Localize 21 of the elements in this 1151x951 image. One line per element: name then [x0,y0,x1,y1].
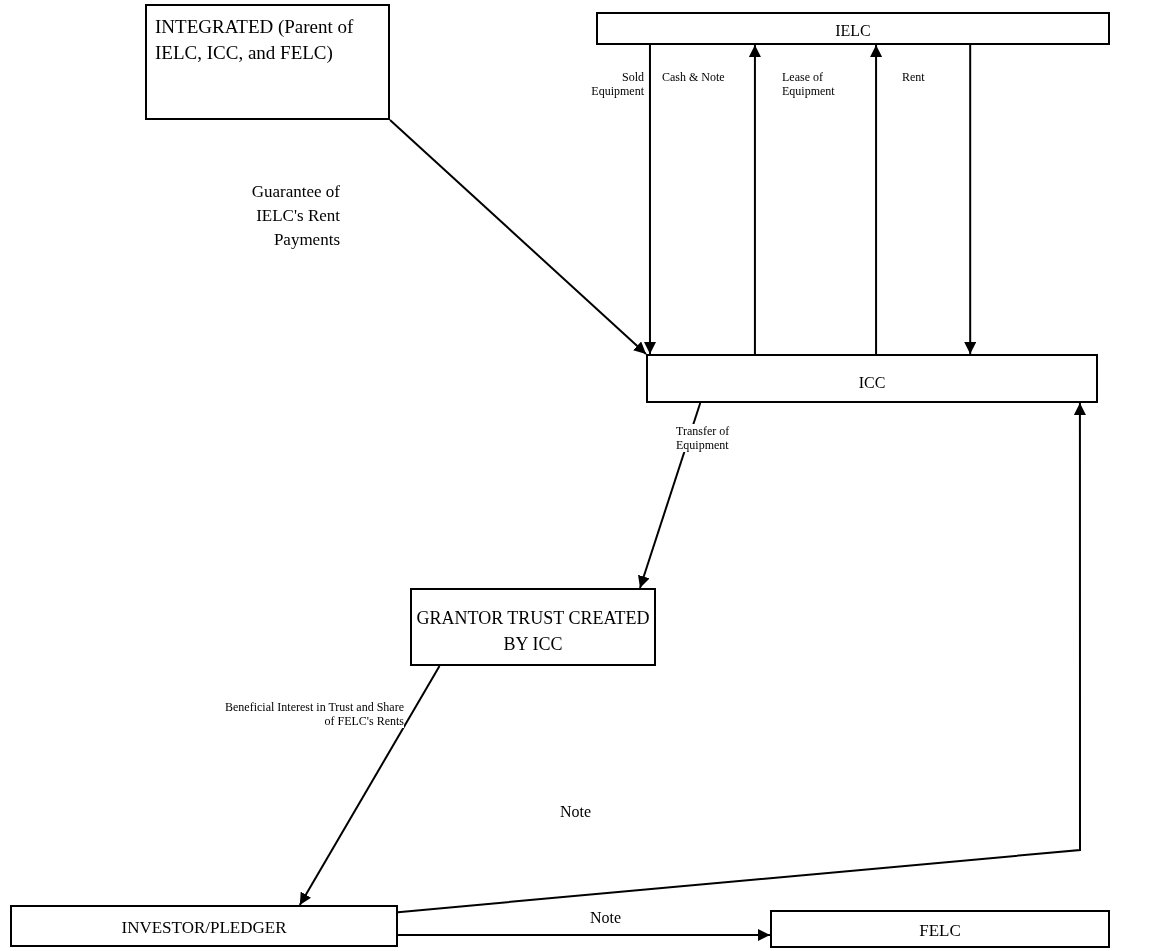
arrow [389,119,647,355]
arrow [964,44,977,355]
arrow [298,665,441,906]
entity-name: GRANTOR TRUST CREATED BY ICC [415,607,651,656]
arrow [748,44,761,355]
arrow [397,402,1086,914]
entity-box [410,588,656,666]
arrow [870,44,883,355]
entity-box [646,354,1098,403]
entity-box [10,905,398,947]
arrow [643,44,656,355]
entity-name: ICC [857,372,887,393]
entity-name: INTEGRATED (Parent of IELC, ICC, and FELC) [155,15,355,65]
edge-label: Beneficial Interest in Trust and Share of FELC's Rents [222,700,404,728]
entity-box [145,4,390,120]
entity-name: FELC [918,920,962,943]
entity-name: INVESTOR/PLEDGER [120,917,288,940]
entity-box [596,12,1110,45]
entity-box [770,910,1110,948]
arrow [397,929,771,941]
entity-name: IELC [834,20,872,41]
